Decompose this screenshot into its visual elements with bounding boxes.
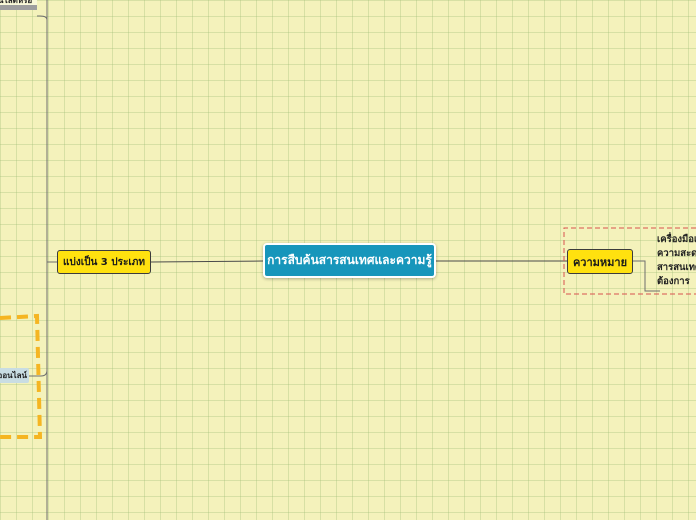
link-category-central [150,260,264,263]
description-line: สารสนเทศ [657,262,696,273]
description-line: เครื่องมือเ [657,234,696,245]
red-boundary [563,227,696,295]
topic-three-types[interactable]: แบ่งเป็น 3 ประเภท [57,250,151,274]
topic-top-truncated[interactable]: นโลต์หรือ [0,0,37,10]
description-line: ความสะด [657,248,696,259]
branch-to-online [29,369,48,377]
link-meaning-description [633,260,660,292]
topic-meaning[interactable]: ความหมาย [567,249,633,274]
branch-to-top-node [37,15,48,21]
description-line: ต้องการ [657,276,690,287]
meaning-description[interactable]: เครื่องมือเ ความสะด สารสนเทศ ต้องการ [657,233,696,289]
orange-boundary [0,313,43,439]
central-topic[interactable]: การสืบค้นสารสนเทศและความรู้ [263,243,436,278]
topic-online[interactable]: ออนไลน์ [0,368,29,383]
